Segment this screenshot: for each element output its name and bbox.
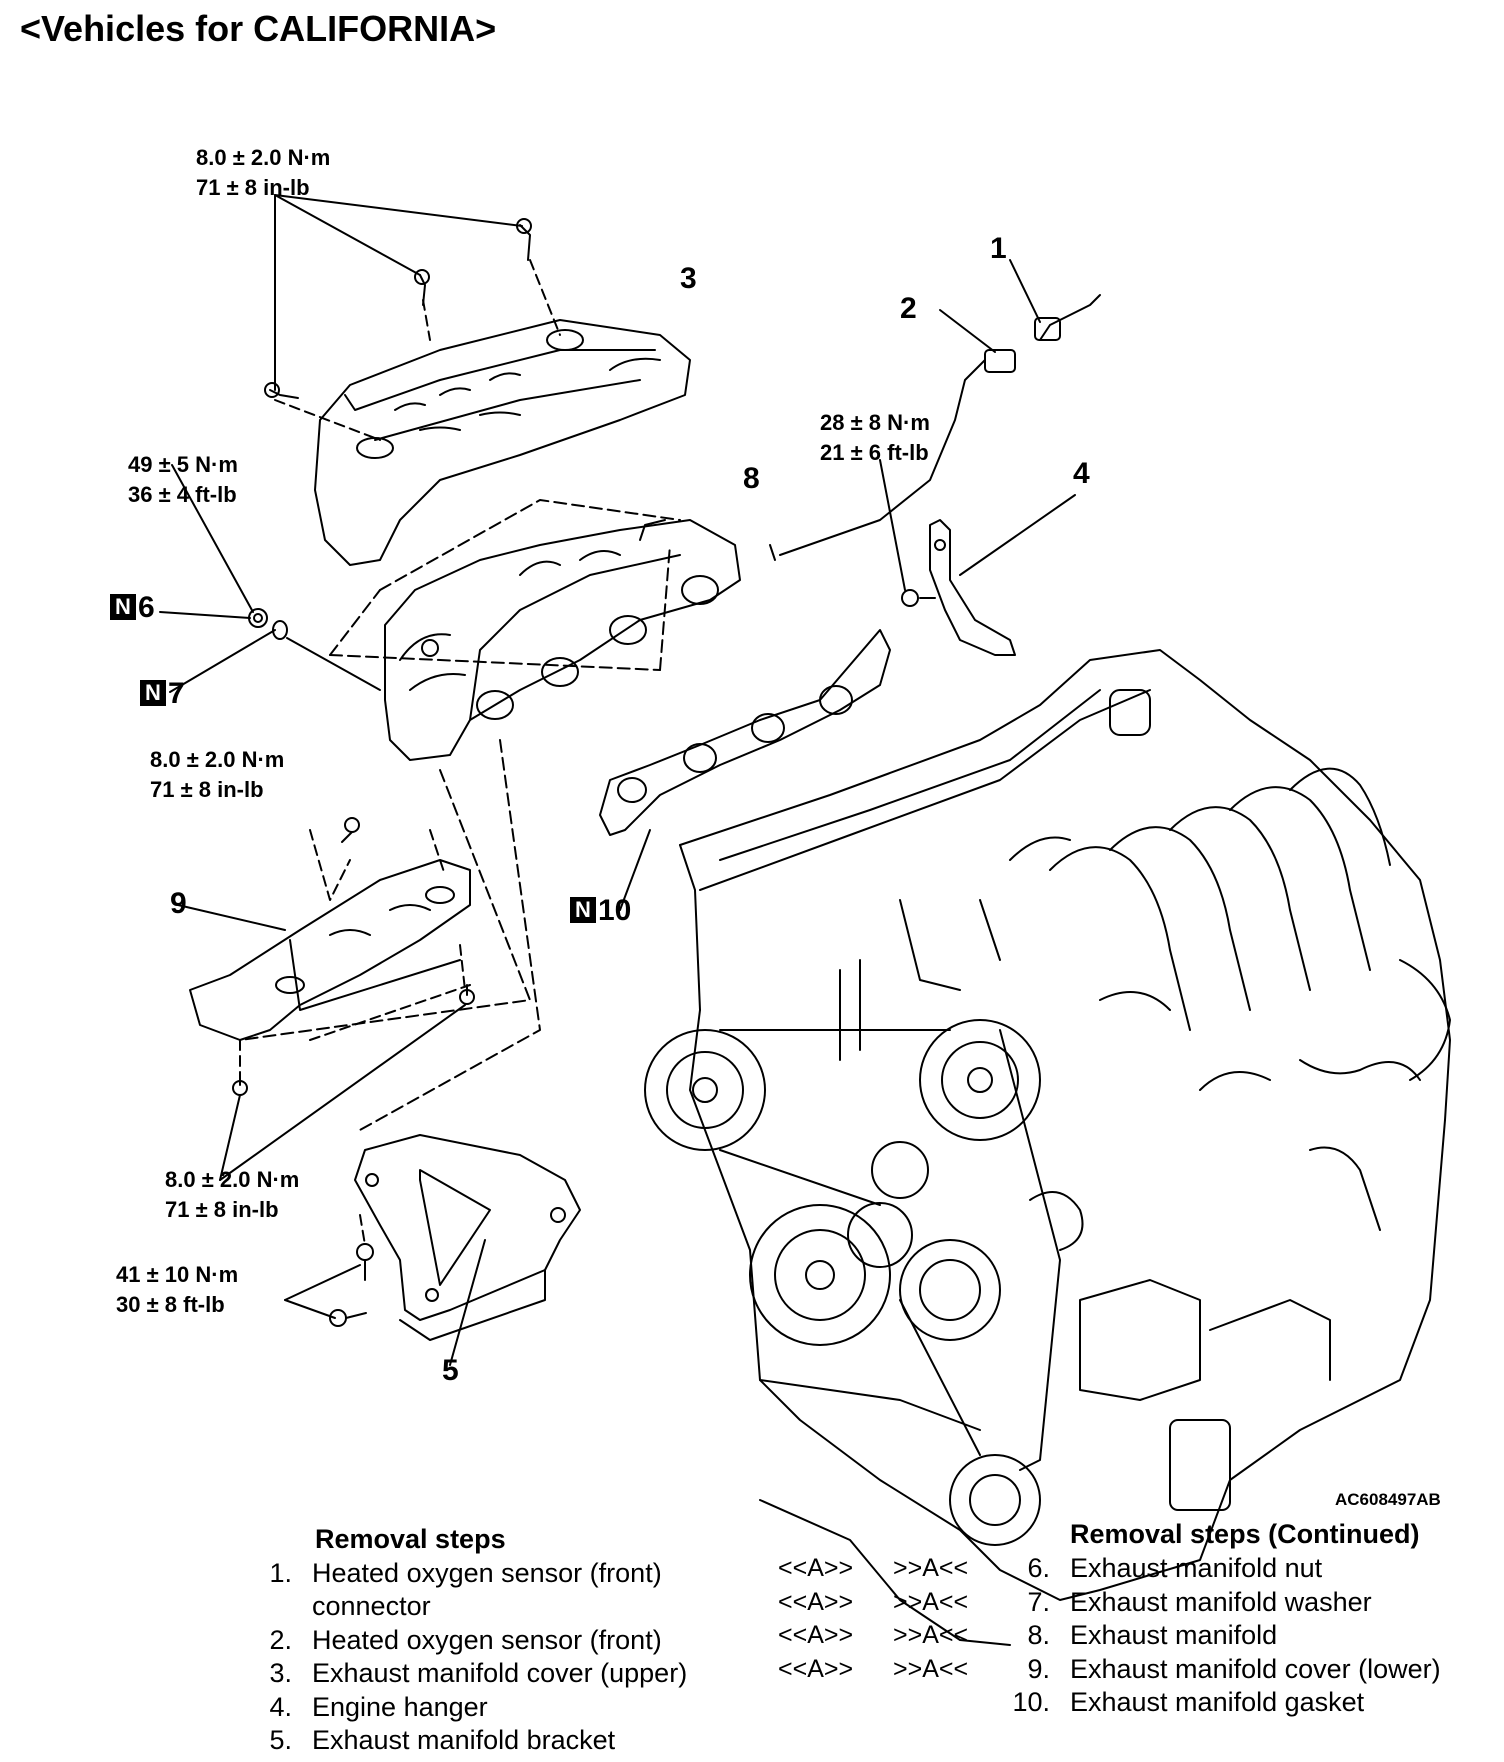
procedure-mark: >>A<< xyxy=(893,1588,969,1616)
list-item: 4.Engine hanger xyxy=(269,1691,488,1722)
callout-2: 2 xyxy=(900,292,917,325)
callout-5: 5 xyxy=(442,1354,459,1387)
list-item: 10.Exhaust manifold gasket xyxy=(1012,1687,1365,1717)
procedure-mark: <<A>> xyxy=(778,1588,854,1616)
exhaust-manifold-bracket xyxy=(354,1134,581,1341)
list-item: 5.Exhaust manifold bracket xyxy=(269,1725,616,1755)
exhaust-manifold-cover-upper xyxy=(314,319,691,566)
removal-steps-continued-list: 6.Exhaust manifold nut 7.Exhaust manifol… xyxy=(1010,1552,1441,1720)
new-part-badge: N xyxy=(570,897,596,923)
removal-steps-continued-heading: Removal steps (Continued) xyxy=(1070,1519,1420,1549)
procedure-mark: >>A<< xyxy=(893,1655,969,1683)
oxygen-sensor-and-harness xyxy=(769,294,1101,561)
bracket-bolts xyxy=(329,1243,374,1327)
callout-8: 8 xyxy=(743,462,760,495)
callout-9: 9 xyxy=(170,887,187,920)
list-item: 1. Heated oxygen sensor (front)connector xyxy=(269,1557,662,1622)
callout-1: 1 xyxy=(990,232,1007,265)
procedure-mark: <<A>> xyxy=(778,1655,854,1683)
removal-steps-heading: Removal steps xyxy=(315,1524,506,1554)
procedure-mark: <<A>> xyxy=(778,1554,854,1582)
exhaust-manifold-gasket xyxy=(599,629,891,836)
exhaust-manifold xyxy=(384,519,741,761)
page-title: <Vehicles for CALIFORNIA> xyxy=(20,8,497,49)
upper-cover-bolts xyxy=(264,218,532,399)
lower-cover-bolts xyxy=(232,817,475,1096)
list-item: 3.Exhaust manifold cover (upper) xyxy=(269,1658,688,1688)
removal-steps-list: Removal steps 1. Heated oxygen sensor (f… xyxy=(252,1523,687,1758)
exhaust-manifold-cover-lower xyxy=(189,859,471,1041)
list-item: 8.Exhaust manifold xyxy=(1027,1620,1278,1650)
hanger-bolt xyxy=(901,589,919,607)
callout-3: 3 xyxy=(680,262,697,295)
new-part-badge: N xyxy=(110,594,136,620)
callout-4: 4 xyxy=(1073,457,1090,490)
new-part-badge: N xyxy=(140,680,166,706)
list-item: 6.Exhaust manifold nut xyxy=(1027,1553,1323,1583)
procedure-mark: >>A<< xyxy=(893,1621,969,1649)
list-item: 9.Exhaust manifold cover (lower) xyxy=(1027,1653,1441,1684)
list-item: 2.Heated oxygen sensor (front) xyxy=(269,1624,662,1655)
engine-assembly xyxy=(644,649,1451,1646)
engine-hanger xyxy=(929,519,1016,656)
list-item: 7.Exhaust manifold washer xyxy=(1027,1586,1372,1617)
procedure-mark: >>A<< xyxy=(893,1554,969,1582)
procedure-mark: <<A>> xyxy=(778,1621,854,1649)
figure-reference-id: AC608497AB xyxy=(1335,1490,1441,1509)
